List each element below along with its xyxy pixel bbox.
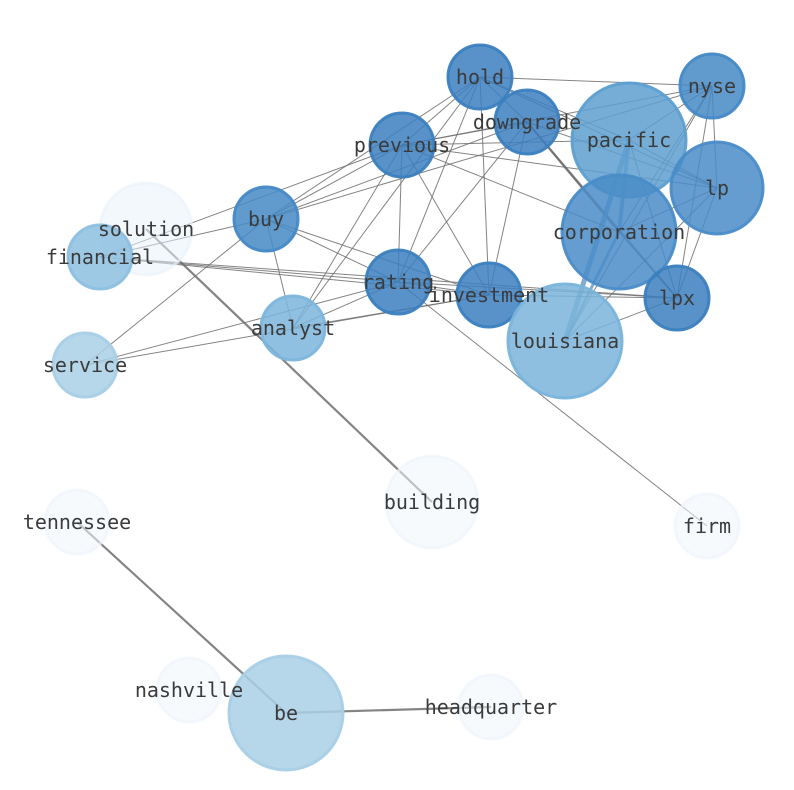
node-label-solution: solution — [98, 217, 194, 241]
edge-buy-service — [84, 218, 267, 366]
node-label-headquarter: headquarter — [425, 695, 557, 719]
node-building[interactable] — [384, 454, 480, 550]
node-label-analyst: analyst — [251, 316, 335, 340]
node-lp[interactable] — [669, 140, 765, 236]
node-label-be: be — [274, 701, 298, 725]
edge-hold-investment — [479, 76, 490, 296]
node-downgrade[interactable] — [493, 88, 561, 156]
node-nyse[interactable] — [678, 52, 746, 120]
node-label-tennessee: tennessee — [23, 510, 131, 534]
node-hold[interactable] — [446, 43, 514, 111]
edge-rating-firm — [397, 281, 708, 527]
node-label-service: service — [43, 353, 127, 377]
node-nashville[interactable] — [155, 656, 223, 724]
node-financial[interactable] — [66, 223, 134, 291]
node-label-corporation: corporation — [553, 220, 685, 244]
edge-hold-analyst — [292, 76, 481, 329]
node-label-rating: rating — [362, 270, 434, 294]
node-label-firm: firm — [683, 514, 731, 538]
node-analyst[interactable] — [259, 294, 327, 362]
node-label-hold: hold — [456, 65, 504, 89]
node-headquarter[interactable] — [457, 673, 525, 741]
edge-hold-rating — [397, 76, 481, 283]
node-label-previous: previous — [354, 133, 450, 157]
node-be[interactable] — [227, 654, 345, 772]
edge-downgrade-rating — [397, 121, 528, 283]
node-tennessee[interactable] — [43, 488, 111, 556]
node-firm[interactable] — [673, 492, 741, 560]
node-label-nyse: nyse — [688, 74, 736, 98]
node-label-building: building — [384, 490, 480, 514]
node-label-investment: investment — [429, 283, 549, 307]
edge-rating-service — [84, 281, 399, 366]
node-label-lpx: lpx — [659, 286, 695, 310]
node-previous[interactable] — [368, 111, 436, 179]
node-label-pacific: pacific — [587, 128, 671, 152]
node-label-louisiana: louisiana — [511, 329, 619, 353]
node-buy[interactable] — [232, 185, 300, 253]
node-label-downgrade: downgrade — [473, 110, 581, 134]
node-louisiana[interactable] — [506, 282, 624, 400]
node-label-lp: lp — [705, 176, 729, 200]
edge-solution-building — [145, 228, 433, 503]
node-corporation[interactable] — [560, 173, 678, 291]
node-label-financial: financial — [46, 245, 154, 269]
edge-previous-analyst — [292, 144, 403, 329]
node-lpx[interactable] — [643, 264, 711, 332]
node-service[interactable] — [51, 331, 119, 399]
node-investment[interactable] — [455, 261, 523, 329]
node-label-buy: buy — [248, 207, 284, 231]
edge-hold-nyse — [479, 76, 713, 87]
node-rating[interactable] — [364, 248, 432, 316]
node-label-nashville: nashville — [135, 678, 243, 702]
nodes-layer — [43, 43, 765, 772]
